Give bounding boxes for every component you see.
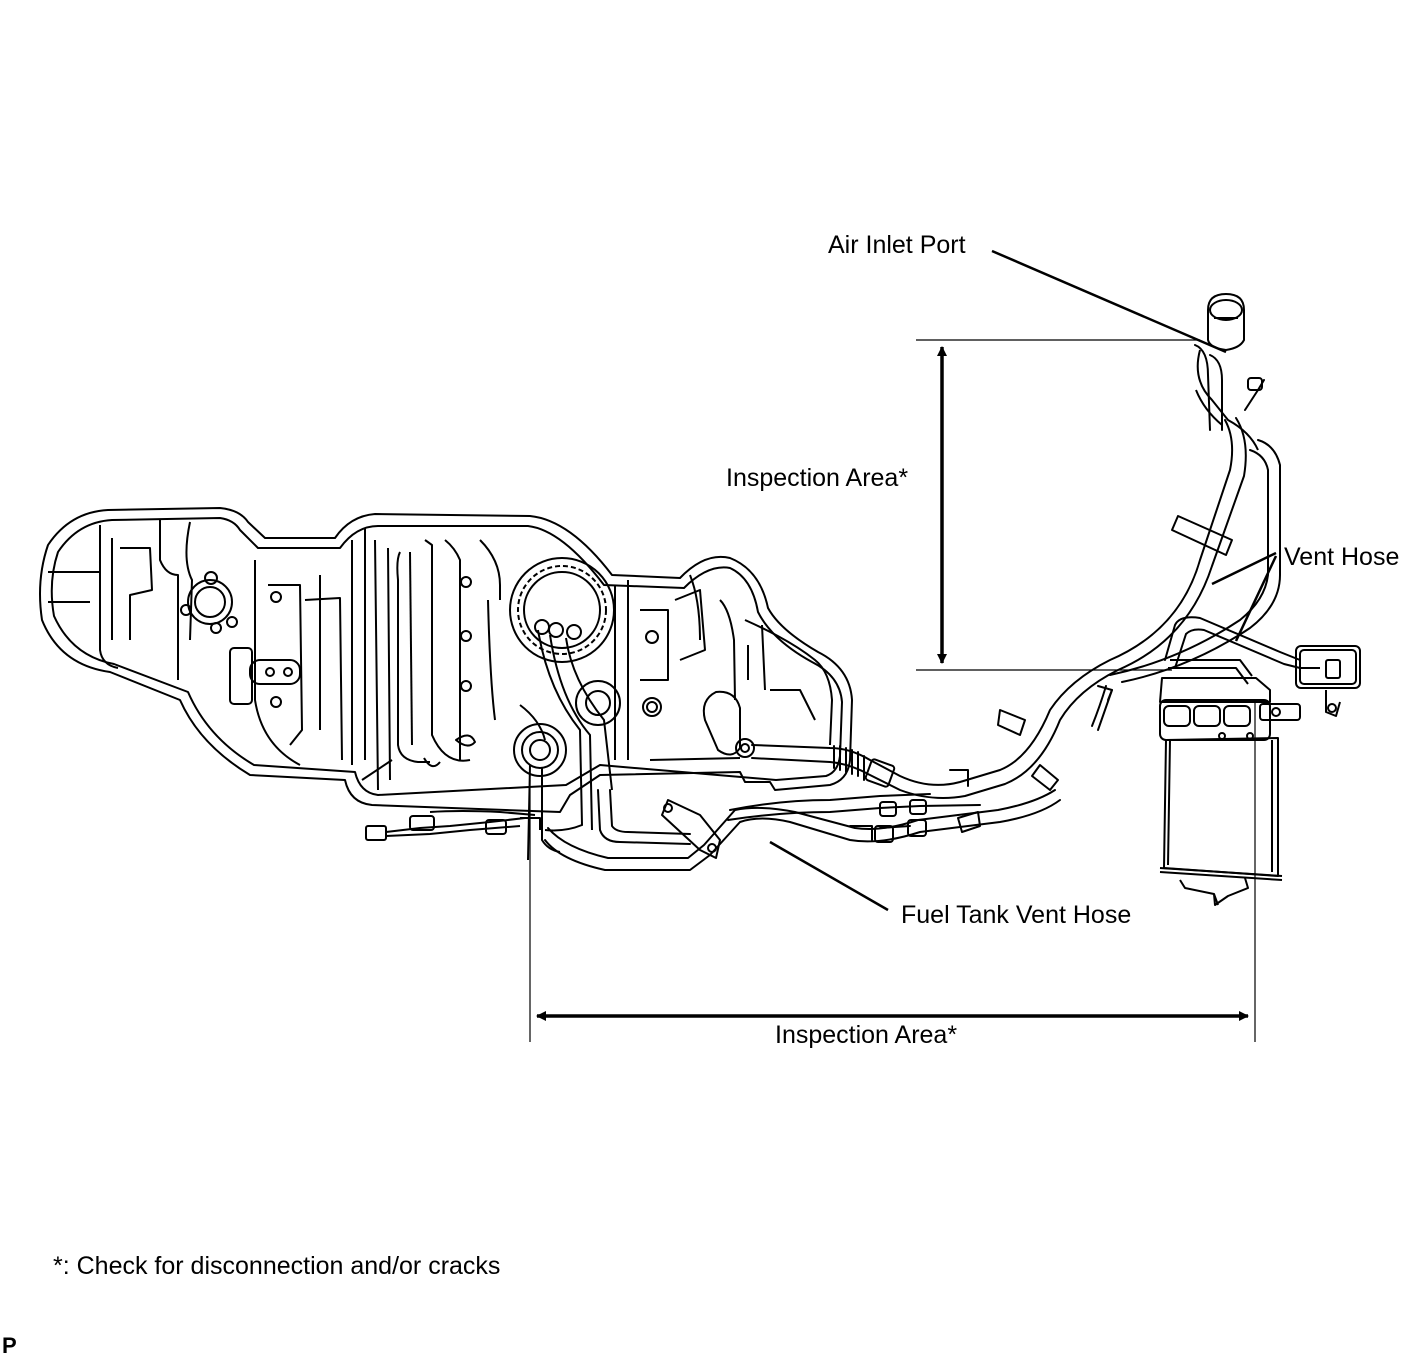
leader-lines (769, 249, 1278, 912)
air-inlet-port-label: Air Inlet Port (828, 231, 966, 259)
inspection-area-horizontal-dimension (529, 700, 1256, 1042)
charcoal-canister (1159, 645, 1361, 906)
vent-hose-label: Vent Hose (1284, 543, 1400, 571)
fuel-tank-vent-hose-leader (769, 840, 889, 912)
fuel-tank-vent-hose-label: Fuel Tank Vent Hose (901, 901, 1132, 929)
air-inlet-port (1195, 292, 1263, 451)
figure-code: P (2, 1333, 17, 1358)
inspection-area-horizontal-label: Inspection Area* (775, 1021, 958, 1049)
tank-outlet-fitting (702, 690, 755, 758)
vent-hose-leader-1 (1211, 551, 1277, 586)
vent-hose-leader-2 (1234, 555, 1278, 642)
inspection-area-vertical-dimension (916, 339, 1200, 671)
fuel-tank (39, 507, 853, 813)
air-inlet-leader (991, 249, 1227, 354)
inspection-area-vertical-label: Inspection Area* (726, 464, 909, 492)
footnote: *: Check for disconnection and/or cracks (53, 1252, 501, 1280)
wire-harness (365, 810, 541, 841)
hoses-and-pipes (544, 344, 1301, 871)
